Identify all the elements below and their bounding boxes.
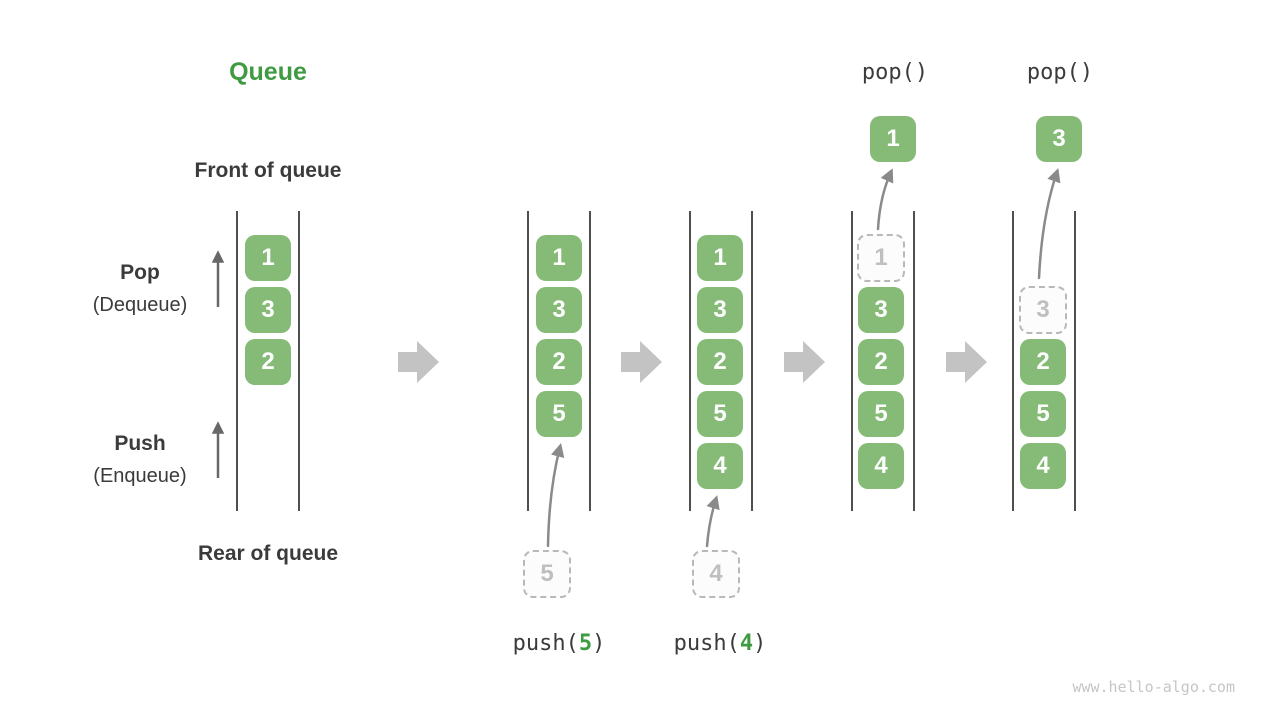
push-suffix: )	[753, 631, 767, 656]
queue-walls-state-5	[1012, 211, 1076, 511]
right-block-arrow-icon	[621, 341, 662, 383]
queue-cell: 1	[536, 235, 582, 281]
push-arg: 5	[578, 631, 593, 656]
queue-cell: 2	[1020, 339, 1066, 385]
queue-cell: 1	[697, 235, 743, 281]
queue-cell: 4	[858, 443, 904, 489]
pop-legend: Pop (Dequeue)	[60, 261, 220, 317]
push-suffix: )	[592, 631, 606, 656]
queue-cell: 2	[536, 339, 582, 385]
right-block-arrow-icon	[398, 341, 439, 383]
queue-cell: 5	[1020, 391, 1066, 437]
queue-cell: 3	[697, 287, 743, 333]
dequeue-label: (Dequeue)	[92, 294, 188, 316]
incoming-ghost-cell: 4	[692, 550, 740, 598]
pop-operation-label: pop()	[861, 60, 929, 85]
queue-cell: 2	[858, 339, 904, 385]
rear-of-queue-label: Rear of queue	[197, 542, 339, 565]
front-of-queue-label: Front of queue	[194, 159, 342, 182]
popped-cell: 3	[1036, 116, 1082, 162]
queue-walls-state-2	[527, 211, 591, 511]
queue-cell: 1	[245, 235, 291, 281]
incoming-ghost-cell: 5	[523, 550, 571, 598]
removed-ghost-cell: 1	[857, 234, 905, 282]
enqueue-label: (Enqueue)	[93, 465, 187, 487]
queue-cell: 2	[697, 339, 743, 385]
queue-cell: 4	[697, 443, 743, 489]
queue-cell: 5	[697, 391, 743, 437]
queue-cell: 4	[1020, 443, 1066, 489]
watermark: www.hello-algo.com	[1072, 678, 1235, 696]
pop-operation-label: pop()	[1026, 60, 1094, 85]
pop-label: Pop	[120, 261, 160, 284]
push-label: Push	[114, 432, 166, 455]
queue-cell: 3	[245, 287, 291, 333]
right-block-arrow-icon	[946, 341, 987, 383]
push-operation-label: push(5)	[479, 631, 639, 656]
popped-cell: 1	[870, 116, 916, 162]
push-prefix: push(	[673, 631, 740, 656]
right-block-arrow-icon	[784, 341, 825, 383]
push-legend: Push (Enqueue)	[60, 432, 220, 488]
queue-walls-state-1	[236, 211, 300, 511]
queue-cell: 2	[245, 339, 291, 385]
push-operation-label: push(4)	[640, 631, 800, 656]
push-arg: 4	[739, 631, 754, 656]
diagram-title: Queue	[229, 58, 307, 86]
queue-cell: 5	[536, 391, 582, 437]
removed-ghost-cell: 3	[1019, 286, 1067, 334]
queue-walls-state-4	[851, 211, 915, 511]
queue-cell: 5	[858, 391, 904, 437]
queue-cell: 3	[536, 287, 582, 333]
queue-cell: 3	[858, 287, 904, 333]
queue-walls-state-3	[689, 211, 753, 511]
push-prefix: push(	[512, 631, 579, 656]
